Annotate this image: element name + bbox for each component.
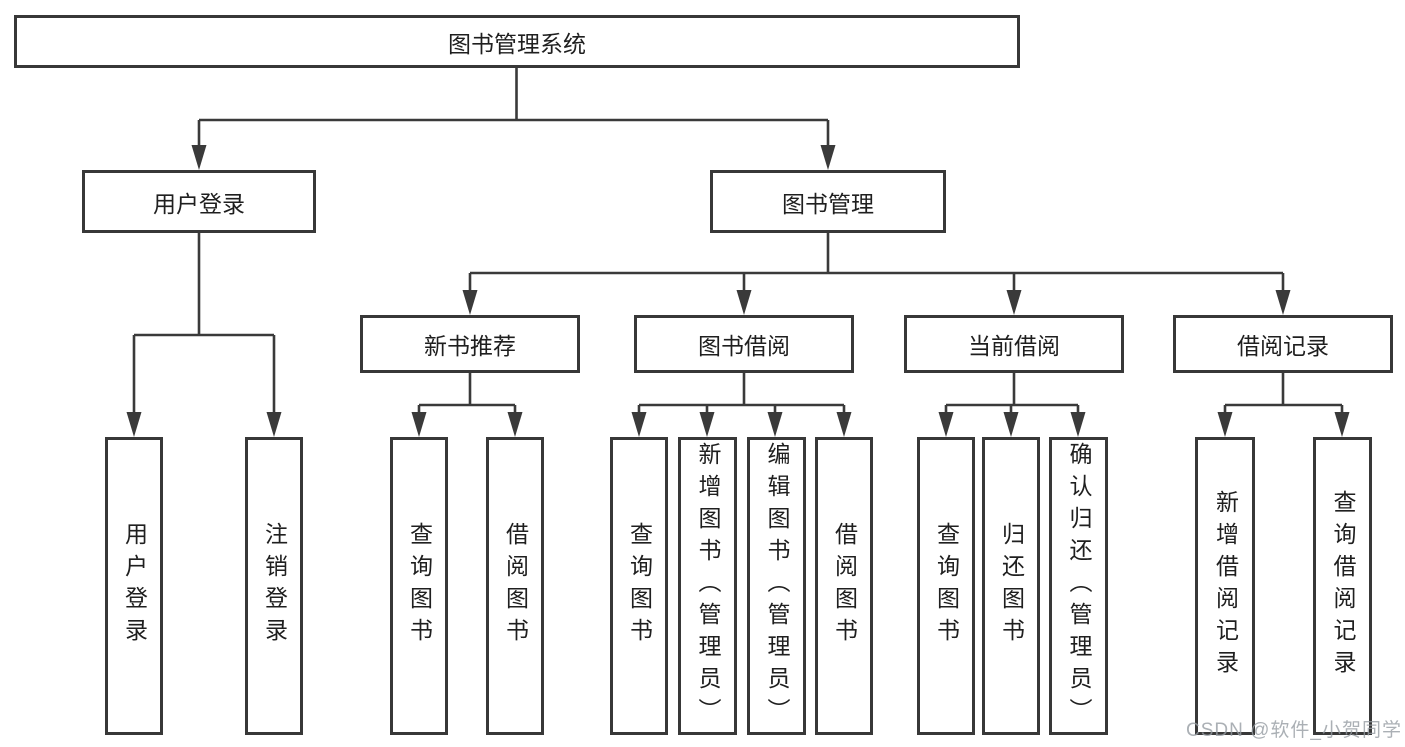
root-box-library-management-system: 图书管理系统 [14,15,1020,68]
arrowheads [126,145,1350,437]
leaf-confirm-return-admin: 确认归还（管理员） [1049,437,1108,735]
leaf-add-book-admin: 新增图书（管理员） [678,437,737,735]
leaf-borrow-books-recommend: 借阅图书 [486,437,544,735]
section-book-borrow: 图书借阅 [634,315,854,373]
leaf-borrow-books: 借阅图书 [815,437,873,735]
leaf-query-books-borrow: 查询图书 [610,437,668,735]
section-current-borrow: 当前借阅 [904,315,1124,373]
csdn-watermark: CSDN @软件_小贺同学 [1186,720,1402,741]
leaf-query-borrow-record: 查询借阅记录 [1313,437,1372,735]
leaf-query-books-recommend: 查询图书 [390,437,448,735]
leaf-query-books-current: 查询图书 [917,437,975,735]
leaf-edit-book-admin: 编辑图书（管理员） [747,437,806,735]
branch-book-management: 图书管理 [710,170,946,233]
leaf-return-books: 归还图书 [982,437,1040,735]
leaf-user-login: 用户登录 [105,437,163,735]
leaf-logout: 注销登录 [245,437,303,735]
section-borrow-records: 借阅记录 [1173,315,1393,373]
leaf-add-borrow-record: 新增借阅记录 [1195,437,1255,735]
tree-edges [132,68,1344,413]
branch-user-login: 用户登录 [82,170,316,233]
section-new-book-recommend: 新书推荐 [360,315,580,373]
